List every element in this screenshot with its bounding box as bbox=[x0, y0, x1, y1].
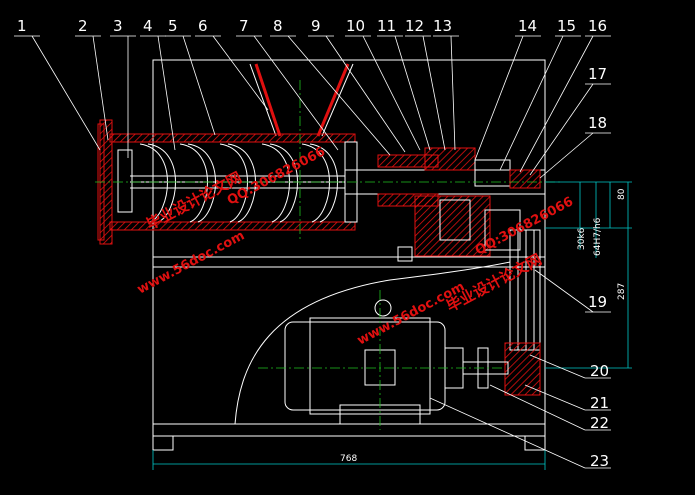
belt-drive bbox=[504, 229, 541, 396]
part-numbers: 1 2 3 4 5 6 7 8 9 10 11 12 13 14 15 16 1… bbox=[17, 17, 609, 470]
part-number: 3 bbox=[113, 17, 123, 35]
dimension-texts: 768 80 30k6 64H7/h6 287 bbox=[340, 188, 627, 464]
part-number: 13 bbox=[433, 17, 452, 35]
fit-30k6-dim: 30k6 bbox=[577, 227, 587, 250]
part-number: 15 bbox=[557, 17, 576, 35]
part-number: 14 bbox=[518, 17, 537, 35]
watermark-site: www.56doc.com bbox=[135, 228, 247, 297]
height-287-dim: 287 bbox=[617, 283, 627, 300]
overall-width-dim: 768 bbox=[340, 454, 357, 464]
part-number: 22 bbox=[590, 414, 609, 432]
part-number: 2 bbox=[78, 17, 88, 35]
feed-hopper bbox=[249, 63, 354, 137]
part-number: 8 bbox=[273, 17, 283, 35]
leader-lines bbox=[14, 35, 611, 469]
part-number: 10 bbox=[346, 17, 365, 35]
fit-64-dim: 64H7/h6 bbox=[593, 217, 603, 256]
part-number: 20 bbox=[590, 362, 609, 380]
part-number: 6 bbox=[198, 17, 208, 35]
part-number: 12 bbox=[405, 17, 424, 35]
center-lines bbox=[95, 80, 560, 430]
part-number: 17 bbox=[588, 65, 607, 83]
part-number: 7 bbox=[239, 17, 249, 35]
part-number: 21 bbox=[590, 394, 609, 412]
motor bbox=[234, 261, 511, 425]
part-number: 11 bbox=[377, 17, 396, 35]
bearing-housing bbox=[344, 147, 546, 262]
part-number: 9 bbox=[311, 17, 321, 35]
part-number: 19 bbox=[588, 293, 607, 311]
dimension-lines bbox=[152, 181, 632, 470]
height-80-dim: 80 bbox=[617, 188, 627, 200]
part-number: 16 bbox=[588, 17, 607, 35]
part-number: 18 bbox=[588, 114, 607, 132]
part-number: 5 bbox=[168, 17, 178, 35]
part-number: 4 bbox=[143, 17, 153, 35]
part-number: 1 bbox=[17, 17, 27, 35]
part-number: 23 bbox=[590, 452, 609, 470]
